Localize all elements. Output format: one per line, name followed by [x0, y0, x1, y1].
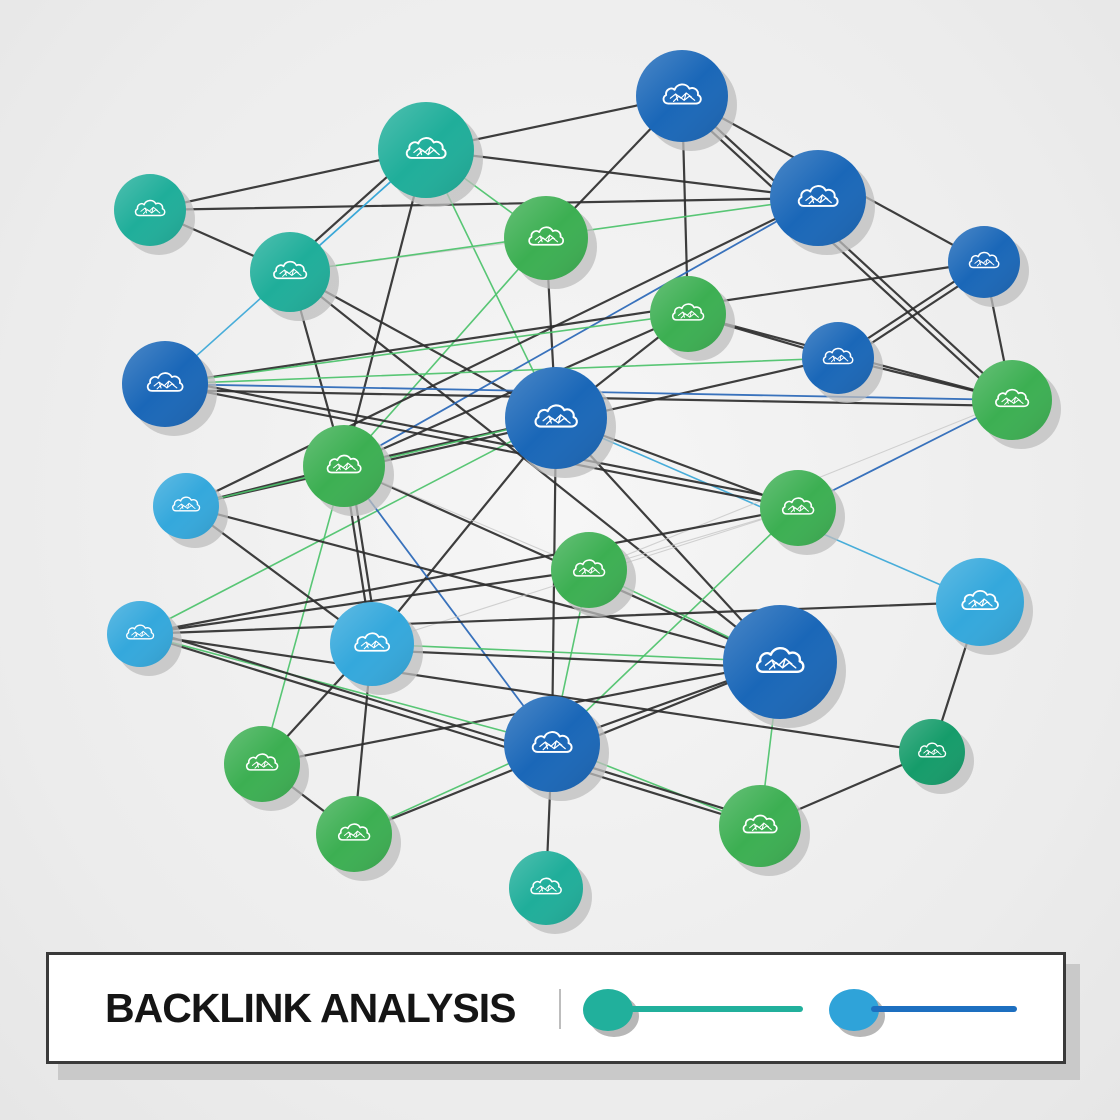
site-node-n11 [972, 360, 1061, 449]
link-edge-n6-n14 [184, 196, 820, 508]
site-node-n20 [107, 601, 182, 676]
site-node-n18 [723, 605, 846, 728]
site-node-n1 [114, 174, 195, 255]
site-node-n16 [551, 532, 636, 617]
node-gloss [636, 50, 728, 142]
legend-divider [559, 989, 561, 1029]
node-gloss [770, 150, 866, 246]
blue-link-key [829, 989, 1019, 1039]
site-node-n26 [509, 851, 592, 934]
link-edge-n12-n15 [163, 382, 800, 510]
link-edge-n1-n6 [148, 196, 820, 212]
link-edge-n17-n18 [370, 648, 781, 670]
blue-key-line [871, 1006, 1017, 1012]
link-edge-n16-n20 [138, 568, 591, 636]
nodes-layer [107, 50, 1061, 934]
node-gloss [250, 232, 330, 312]
site-node-n5 [250, 232, 339, 321]
link-edge-n8-n12 [164, 313, 689, 385]
site-node-n8 [650, 276, 735, 361]
link-edge-n20-n24 [138, 632, 762, 828]
link-edge-n7-n12 [163, 260, 986, 386]
link-edge-n20-n22 [139, 633, 553, 745]
node-gloss [330, 602, 414, 686]
site-node-n13 [303, 425, 394, 516]
site-node-n2 [378, 102, 483, 207]
site-node-n3 [636, 50, 737, 151]
teal-key-dot [583, 989, 633, 1031]
link-edge-n13-n21 [261, 465, 345, 765]
link-edge-n2-n13 [342, 148, 428, 468]
site-node-n24 [719, 785, 810, 876]
link-edge-n19-n20 [138, 600, 982, 636]
link-edge-n15-n12 [165, 377, 801, 504]
link-edge-n2-n6 [424, 148, 820, 200]
link-edge-n3-n11 [676, 99, 1010, 406]
link-edge-n10-n20 [139, 417, 557, 635]
node-gloss [504, 196, 588, 280]
site-node-n15 [760, 470, 845, 555]
link-edge-n4-n13 [343, 237, 547, 467]
site-node-n22 [504, 696, 609, 801]
node-gloss [936, 558, 1024, 646]
node-gloss [505, 367, 607, 469]
site-node-n14 [153, 473, 228, 548]
site-node-n19 [936, 558, 1033, 655]
site-node-n4 [504, 196, 597, 289]
link-edge-n15-n22 [551, 507, 799, 745]
blue-key-dot [829, 989, 879, 1031]
node-gloss [378, 102, 474, 198]
site-node-n23 [899, 719, 974, 794]
teal-link-key [583, 989, 803, 1039]
node-gloss [723, 605, 837, 719]
link-edge-n13-n22 [343, 465, 553, 745]
site-node-n25 [316, 796, 401, 881]
link-edge-n15-n20 [138, 506, 800, 636]
site-node-n12 [122, 341, 217, 436]
site-node-n6 [770, 150, 875, 255]
link-edge-n9-n12 [164, 357, 839, 385]
legend-title: BACKLINK ANALYSIS [105, 985, 516, 1031]
site-node-n9 [802, 322, 883, 403]
site-node-n21 [224, 726, 309, 811]
site-node-n7 [948, 226, 1029, 307]
node-gloss [719, 785, 801, 867]
site-node-n17 [330, 602, 423, 695]
link-edge-n6-n13 [343, 197, 819, 467]
link-edge-n24-n20 [140, 627, 763, 822]
link-edge-n17-n18 [371, 643, 781, 663]
node-gloss [303, 425, 385, 507]
node-gloss [122, 341, 208, 427]
teal-key-line [625, 1006, 803, 1012]
link-edge-n20-n23 [138, 632, 934, 754]
node-gloss [504, 696, 600, 792]
site-node-n10 [505, 367, 616, 478]
legend-bar: BACKLINK ANALYSIS [46, 952, 1066, 1064]
node-gloss [972, 360, 1052, 440]
